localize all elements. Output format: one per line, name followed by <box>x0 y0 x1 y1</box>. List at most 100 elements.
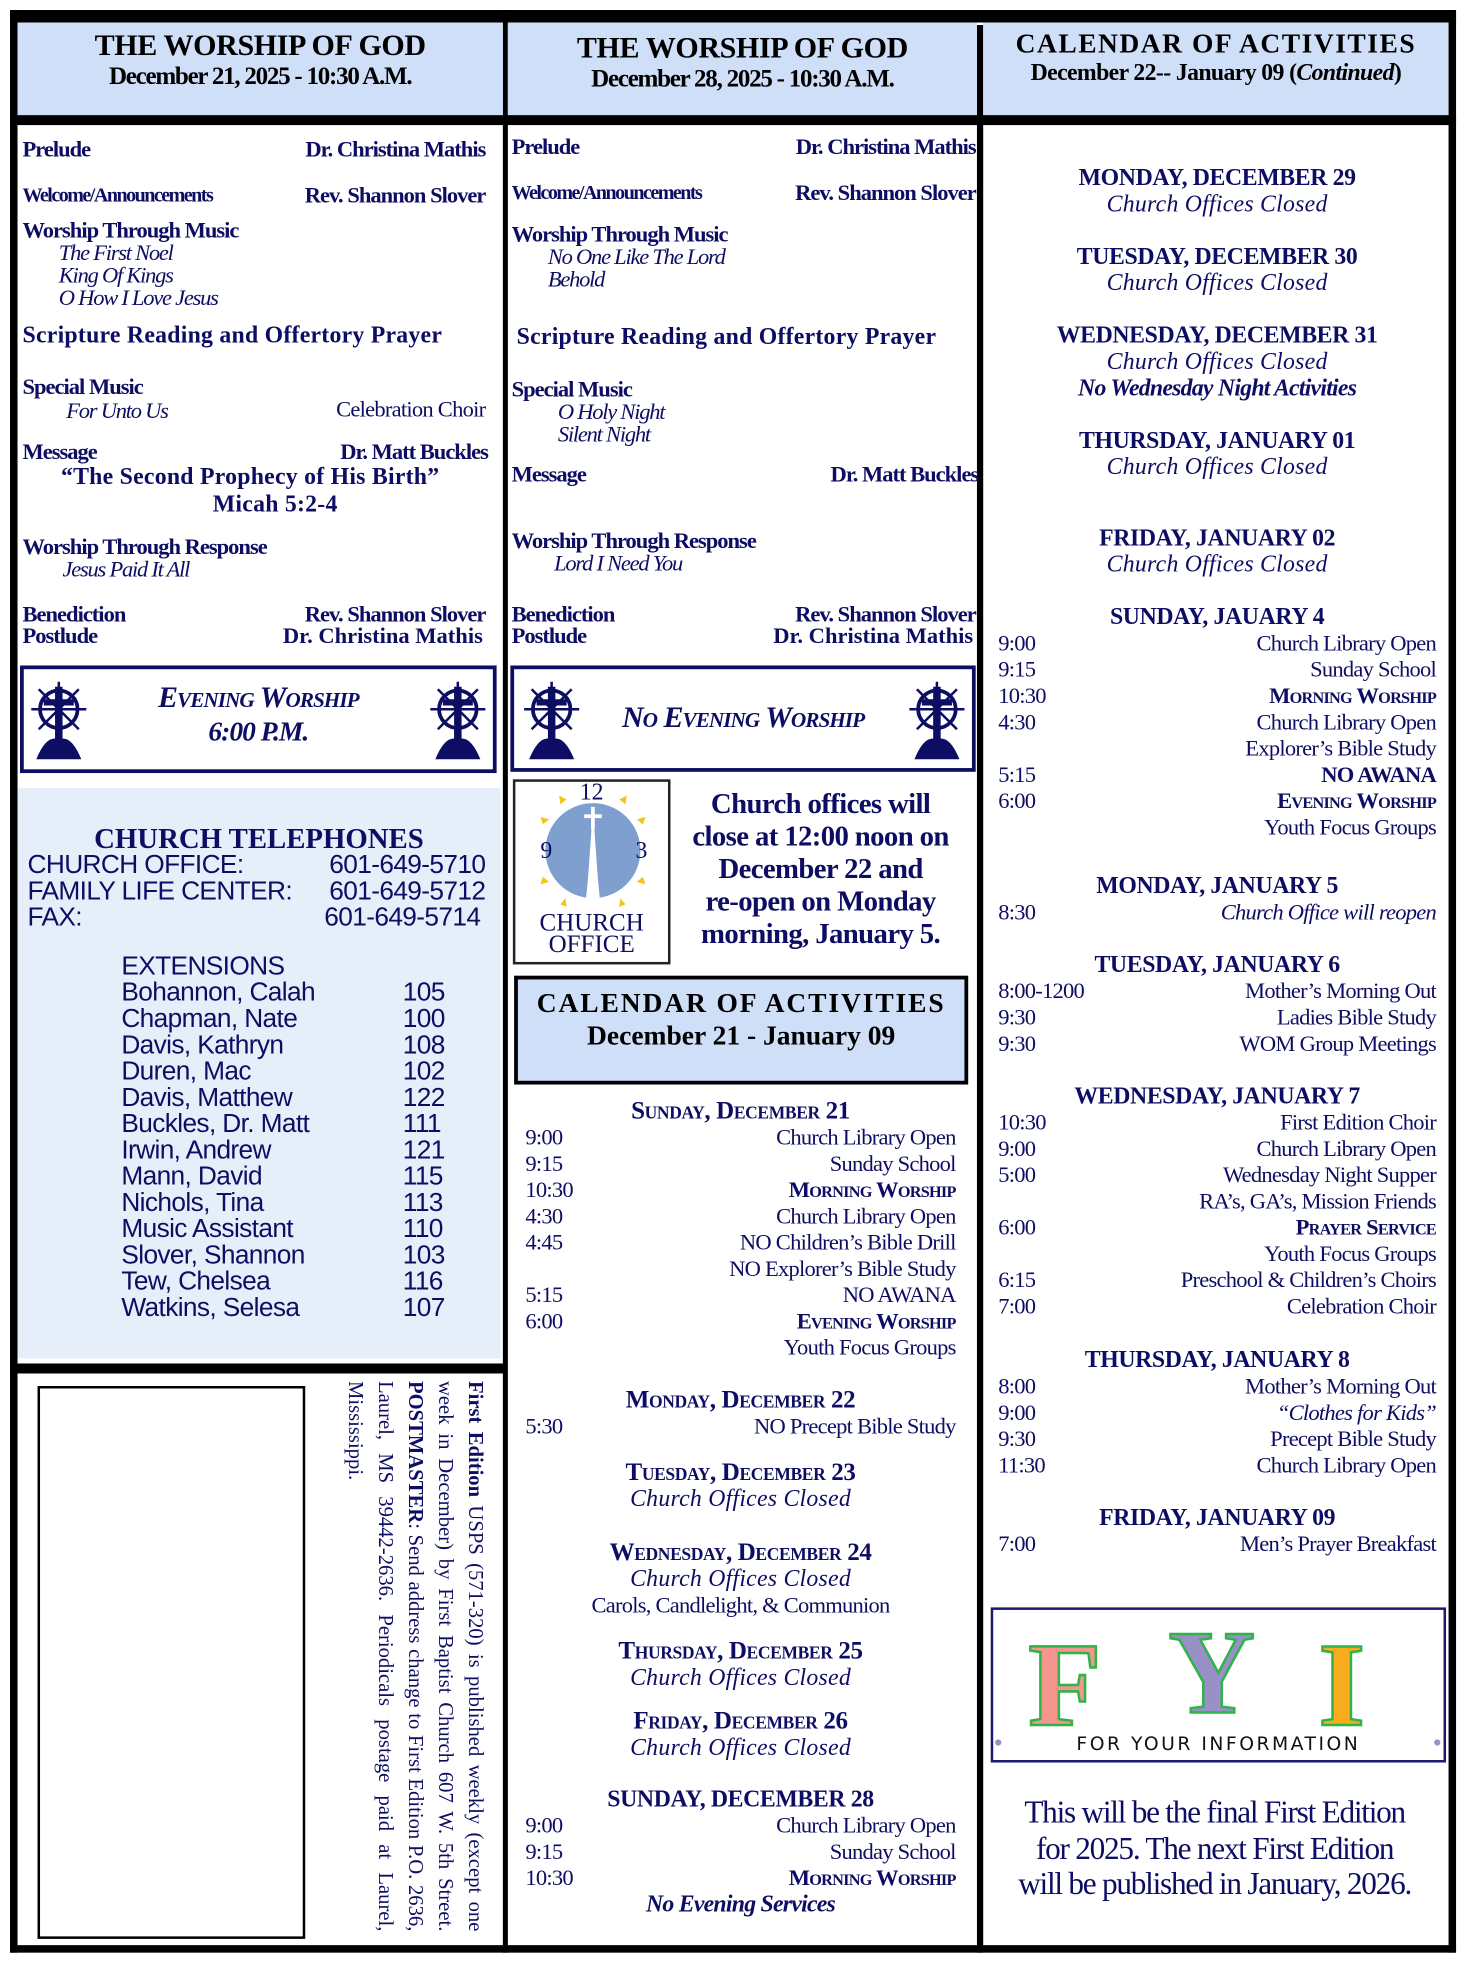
fyi-letter-f: F <box>1028 1618 1101 1751</box>
extension-name: Bohannon, Calah <box>121 978 315 1007</box>
benediction-person: Rev. Shannon Slover <box>304 601 487 627</box>
extension-name: Mann, David <box>121 1162 262 1191</box>
extension-number: 100 <box>402 1004 446 1034</box>
phone-label: FAX: <box>27 903 83 932</box>
day-heading: TUESDAY, DECEMBER 30 <box>1076 243 1358 271</box>
event-time: 9:00 <box>998 630 1036 656</box>
event-time: 5:30 <box>525 1413 563 1439</box>
event-name: Church Library Open <box>1256 709 1437 735</box>
benediction-person: Rev. Shannon Slover <box>795 601 977 627</box>
event-row: Church Offices Closed <box>998 349 1436 375</box>
event-row: No Evening Services <box>525 1891 955 1917</box>
fyi-logo: F Y I FOR YOUR INFORMATION <box>990 1604 1447 1763</box>
event-name: “Clothes for Kids” <box>1276 1399 1437 1425</box>
phone-number[interactable]: 601-649-5710 <box>329 850 486 880</box>
event-row: Church Offices Closed <box>525 1566 955 1592</box>
event-name: Celebration Choir <box>1286 1293 1437 1319</box>
event-name: Church Library Open <box>1256 1452 1437 1478</box>
col2-header-date: December 28, 2025 - 10:30 A.M. <box>591 65 895 93</box>
day-heading: Thursday, December 25 <box>618 1637 863 1665</box>
event-name: Church Library Open <box>1256 1135 1437 1161</box>
day-heading: MONDAY, DECEMBER 29 <box>1078 165 1356 192</box>
extension-row: Mann, David 115 <box>121 1163 459 1189</box>
extension-number: 105 <box>402 978 446 1007</box>
day-heading: MONDAY, JANUARY 5 <box>1096 873 1338 900</box>
event-name: Church Offices Closed <box>630 1566 851 1593</box>
event-name: Sunday School <box>1310 656 1437 682</box>
frame-right <box>1448 10 1457 1953</box>
event-name: Morning Worship <box>788 1865 957 1891</box>
extension-name: Slover, Shannon <box>121 1240 305 1270</box>
event-time: 6:00 <box>998 1214 1036 1240</box>
event-name: Youth Focus Groups <box>783 1334 957 1360</box>
extension-number: 121 <box>402 1135 446 1165</box>
event-time: 4:45 <box>525 1229 563 1255</box>
col3-header-date: December 22-- January 09 (Continued) <box>1030 60 1402 87</box>
col1-header-title: THE WORSHIP OF GOD <box>94 30 426 63</box>
day-heading: Monday, December 22 <box>625 1385 856 1414</box>
response-song: Lord I Need You <box>554 550 683 576</box>
evening-worship-box: Evening Worship 6:00 P.M. <box>20 665 497 774</box>
extensions-title: EXTENSIONS <box>121 951 285 981</box>
fyi-logo-graphic: F Y I FOR YOUR INFORMATION <box>995 1604 1441 1755</box>
event-name: Evening Worship <box>1277 788 1437 814</box>
event-time: 9:30 <box>998 1030 1036 1056</box>
special-music-label: Special Music <box>22 374 144 400</box>
event-time: 8:30 <box>998 899 1036 925</box>
music-label: Worship Through Music <box>22 217 240 243</box>
clock-3: 3 <box>635 838 648 865</box>
day-heading: Wednesday, December 24 <box>609 1538 872 1567</box>
phone-number[interactable]: 601-649-5714 <box>324 903 481 932</box>
day-heading: SUNDAY, DECEMBER 28 <box>607 1786 874 1813</box>
event-row: Church Offices Closed <box>998 191 1436 217</box>
col1-header: THE WORSHIP OF GOD December 21, 2025 - 1… <box>17 22 503 116</box>
extension-number: 115 <box>402 1162 444 1191</box>
extension-number: 113 <box>402 1188 444 1218</box>
event-row: Church Offices Closed <box>998 454 1436 480</box>
event-row: Church Offices Closed <box>525 1665 955 1691</box>
fyi-tagline: FOR YOUR INFORMATION <box>1076 1734 1360 1755</box>
phone-number[interactable]: 601-649-5712 <box>329 876 486 906</box>
extension-name: Tew, Chelsea <box>121 1267 271 1296</box>
postlude-label: Postlude <box>22 622 99 648</box>
event-time: 9:15 <box>525 1838 563 1864</box>
event-name: Preschool & Children’s Choirs <box>1180 1267 1437 1293</box>
col1-header-date: December 21, 2025 - 10:30 A.M. <box>108 62 413 91</box>
event-time: 8:00-1200 <box>998 978 1085 1004</box>
event-name: Morning Worship <box>1269 682 1437 709</box>
extension-number: 111 <box>402 1109 442 1139</box>
event-name: NO Children’s Bible Drill <box>739 1229 957 1255</box>
ship-wheel-cross-icon <box>428 679 488 768</box>
song: O How I Love Jesus <box>58 285 219 311</box>
event-name: Sunday School <box>829 1838 957 1864</box>
calendar-range: December 21 - January 09 <box>587 1019 896 1051</box>
event-name: Church Library Open <box>776 1124 956 1150</box>
event-name: Church Offices Closed <box>1106 270 1328 297</box>
church-office-line2: OFFICE <box>548 930 635 959</box>
event-row: 9:15 Sunday School <box>525 1838 957 1865</box>
special-music-label: Special Music <box>511 376 633 402</box>
fyi-letter-i: I <box>1318 1618 1365 1751</box>
